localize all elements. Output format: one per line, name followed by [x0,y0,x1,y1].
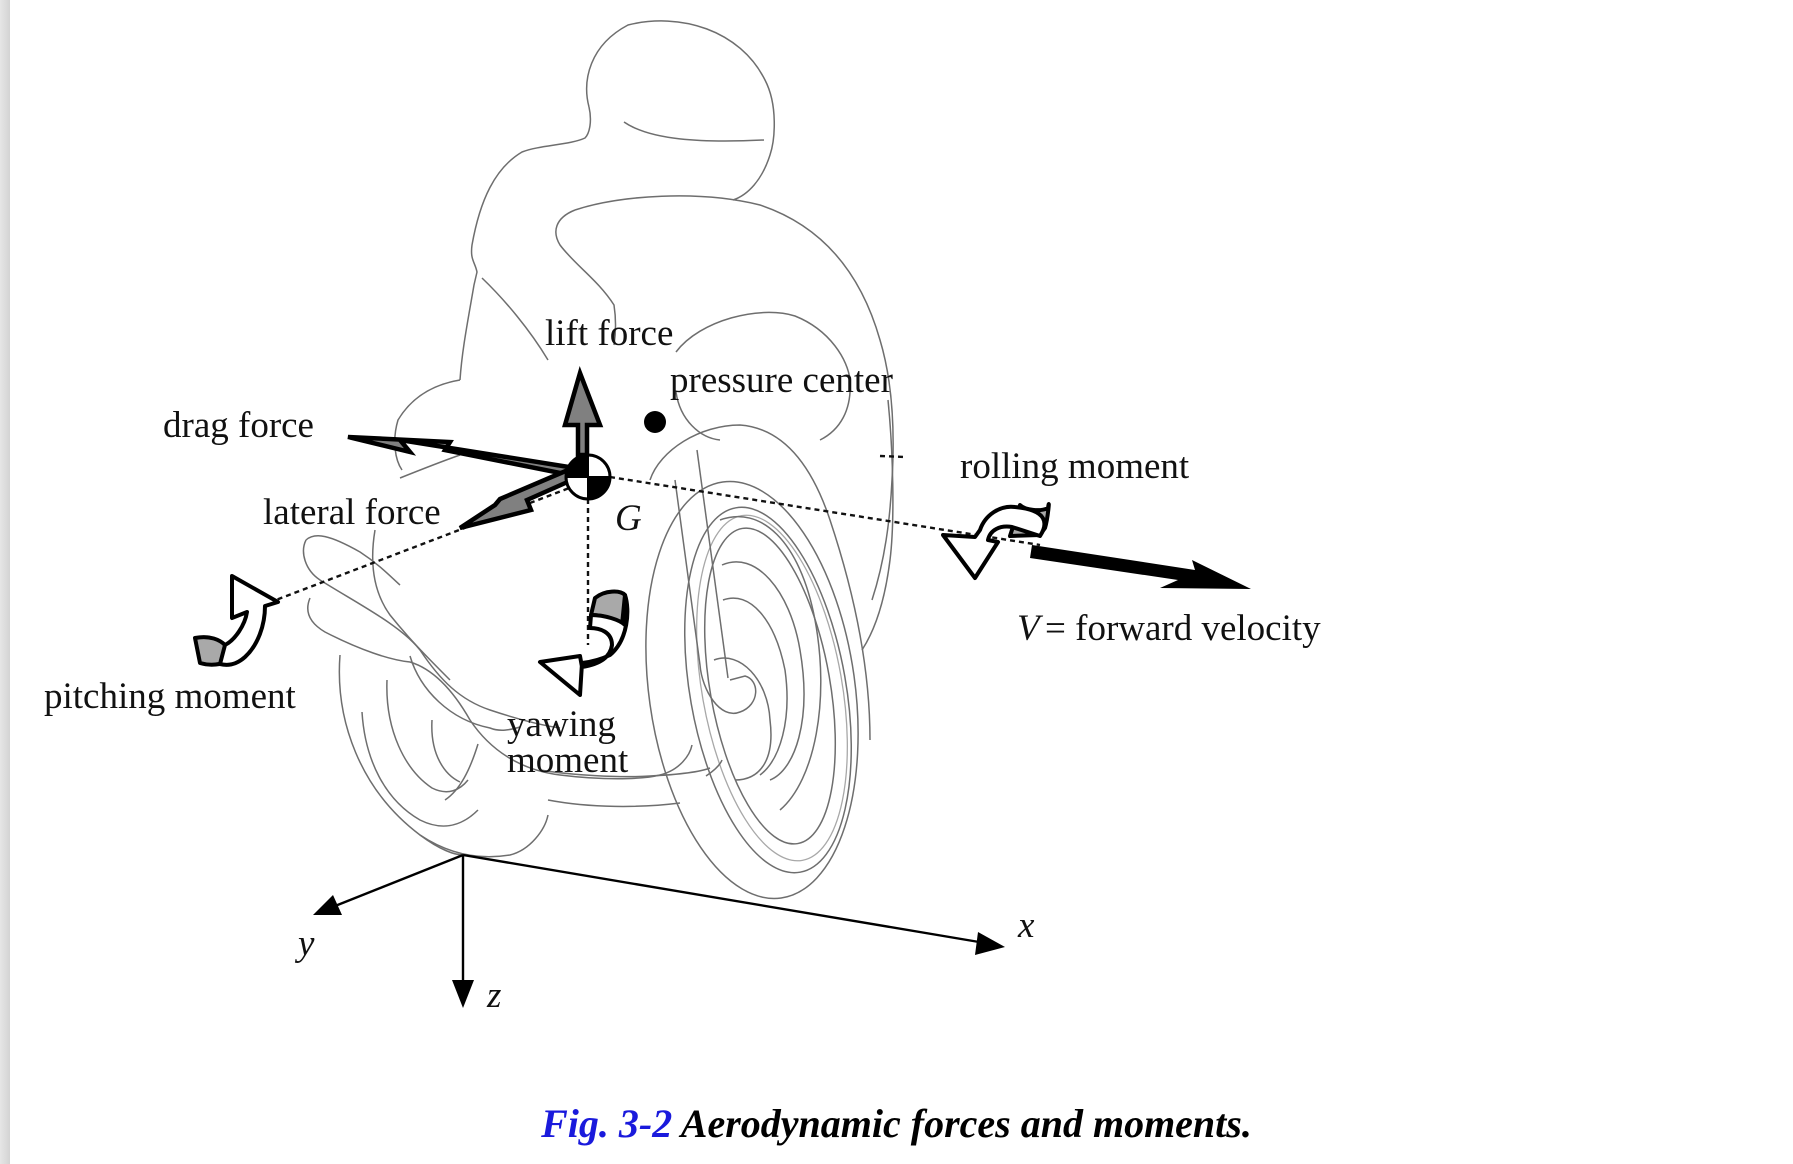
fork-right [696,449,729,679]
motorcycle-outline [302,20,894,900]
figure-title: Aerodynamic forces and moments. [680,1101,1252,1146]
x-axis-line [462,853,986,945]
rider-arm-lower [399,454,461,479]
lateral-force-arrow [458,467,575,531]
figure-number: Fig. 3-2 [541,1101,673,1146]
reference-lines [267,454,1041,645]
force-arrows [347,365,604,531]
rider-knee [302,539,561,729]
x-axis-label: x [1017,905,1035,946]
fairing-right-edge [861,399,894,651]
inner-fairing-4 [444,743,479,801]
rider-leg-shin [307,597,693,780]
coordinate-axes [313,853,1005,1008]
x-axis-arrowhead [975,932,1005,955]
shoulder-curve [555,209,617,346]
rolling-moment-arrow [941,502,1051,580]
headlight-outline [675,311,851,441]
rolling-moment-label: rolling moment [960,446,1190,487]
center-of-gravity-marker [564,453,612,501]
yawing-moment-label-line1: yawing [507,704,616,745]
pitch-axis-line [267,480,586,605]
drag-force-label: drag force [163,405,314,446]
wheel-hub-curve-2 [721,561,805,781]
velocity-symbol: V [1017,608,1044,649]
wheel-rim-1 [683,506,853,874]
wheel-rim-2 [696,514,848,862]
pitching-moment-arrow [193,574,280,667]
lower-belly-2 [547,799,681,808]
helmet-outline [586,20,776,201]
inner-fairing-2 [386,679,469,793]
center-of-gravity-label: G [615,498,642,539]
inner-fairing-3 [431,719,461,783]
headlight-lower [675,391,721,441]
fairing-dash [879,454,906,459]
forward-velocity-arrow [1030,545,1251,589]
wheel-hub-curve-1 [719,515,822,811]
pitching-moment-label: pitching moment [44,676,296,717]
rider-arm [481,277,549,361]
y-axis-label: y [294,923,315,964]
figure-caption: Fig. 3-2 Aerodynamic forces and moments. [0,1100,1793,1147]
z-axis-label: z [486,975,501,1016]
rider-thigh [371,529,451,681]
z-axis-arrowhead [452,980,474,1008]
yawing-moment-label-line2: moment [507,740,629,781]
rider-torso [394,379,461,471]
drag-force-arrow [347,434,585,481]
visor-line [623,121,765,142]
lower-belly [539,767,711,778]
inner-fairing-1 [361,711,479,827]
fairing-top [574,195,894,601]
wheel-rim-3 [703,527,837,845]
wheel-outer [645,480,859,900]
rider-back [459,106,592,381]
y-axis-line [329,853,464,910]
lower-fairing [338,654,549,858]
wheel-hub-curve-4 [713,657,772,781]
page-edge-shadow [0,0,10,1164]
pressure-center-label: pressure center [670,360,893,401]
y-axis-arrowhead [313,895,342,915]
lateral-force-label: lateral force [263,492,441,533]
rider-boot [409,655,521,731]
roll-axis-line [609,475,1041,547]
lift-force-arrow [562,365,604,458]
lift-force-label: lift force [545,313,673,354]
wheel-hub-curve-3 [722,597,788,776]
front-fender [649,424,871,741]
rear-fairing-right [705,759,723,777]
fork-left [674,479,757,715]
velocity-label: = forward velocity [1045,608,1321,649]
rider-leg-upper [305,535,401,586]
yawing-moment-arrow [538,589,630,697]
pressure-center-dot [644,411,666,433]
